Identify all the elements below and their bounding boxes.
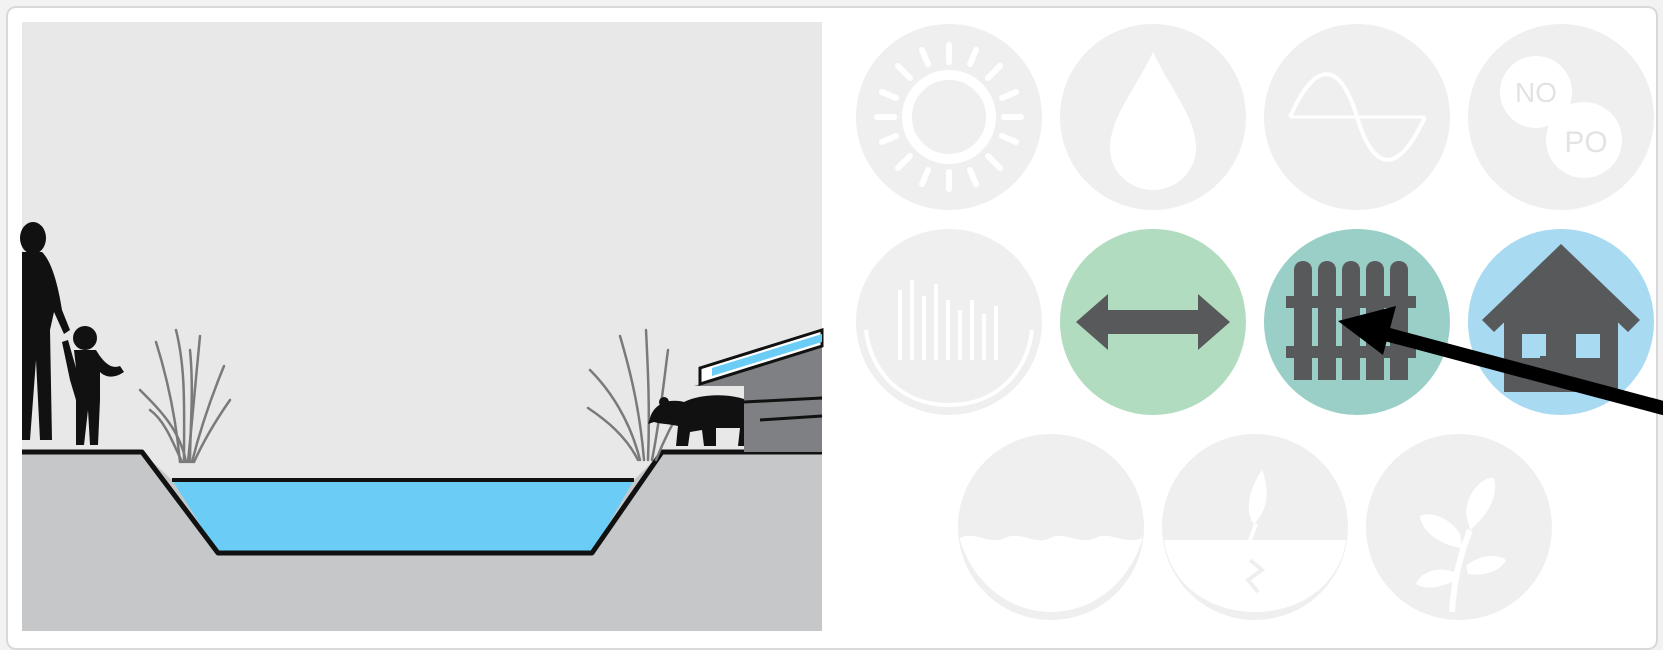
sun-icon [856, 24, 1042, 210]
flood-icon [958, 434, 1144, 620]
cross-section-panel [20, 22, 822, 631]
phosphorus-label: PO [1564, 126, 1607, 159]
figure-canvas: NO PO [0, 0, 1663, 631]
sine-wave-icon [1264, 24, 1450, 210]
figure: NO PO [0, 0, 1663, 631]
nutrients-icon: NO PO [1468, 24, 1654, 210]
sediment-icon [856, 229, 1042, 415]
plant-icon [1366, 434, 1552, 620]
nitrogen-label: NO [1515, 77, 1557, 108]
erosion-icon [1162, 434, 1348, 620]
water-drop-icon [1060, 24, 1246, 210]
icon-grid: NO PO [856, 24, 1654, 620]
connectivity-arrows-icon [1060, 229, 1246, 415]
stream-water [172, 480, 634, 553]
